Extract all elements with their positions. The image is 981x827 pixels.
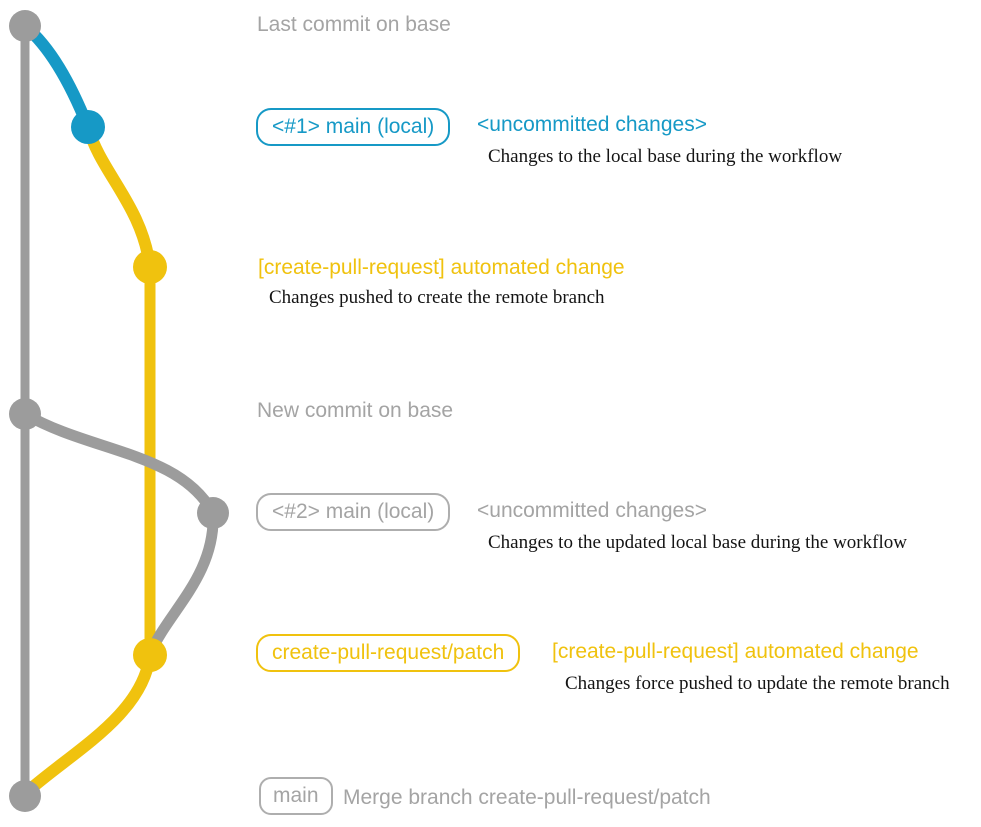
caption-local-base-changes: Changes to the local base during the wor… xyxy=(488,146,843,167)
heading-new-commit-on-base: New commit on base xyxy=(257,399,454,422)
commit-local-main-2 xyxy=(197,497,229,529)
edge-local1-to-remote xyxy=(82,121,156,273)
caption-force-pushed-update-remote: Changes force pushed to update the remot… xyxy=(565,673,950,694)
commit-automated-change-1 xyxy=(133,250,167,284)
heading-last-commit-on-base: Last commit on base xyxy=(257,13,451,36)
edge-local2-to-remote xyxy=(145,507,219,658)
label-uncommitted-changes-2: <uncommitted changes> xyxy=(477,499,707,522)
label-automated-change-2: [create-pull-request] automated change xyxy=(552,640,919,663)
edge-remote-to-merge xyxy=(21,649,156,798)
caption-updated-local-base-changes: Changes to the updated local base during… xyxy=(488,532,907,553)
label-uncommitted-changes-1: <uncommitted changes> xyxy=(477,113,707,136)
commit-new-base xyxy=(9,398,41,430)
commit-local-main-1 xyxy=(71,110,105,144)
edge-base-to-local2 xyxy=(19,408,219,519)
edge-base-to-local1 xyxy=(19,20,94,133)
commit-last-base xyxy=(9,10,41,42)
commit-merge xyxy=(9,780,41,812)
label-automated-change-1: [create-pull-request] automated change xyxy=(258,256,625,279)
branch-badge-main: main xyxy=(259,777,333,815)
branch-badge-main-local-2: <#2> main (local) xyxy=(256,493,451,531)
branch-badge-main-local-1: <#1> main (local) xyxy=(256,108,451,146)
branch-badge-create-pull-request-patch: create-pull-request/patch xyxy=(256,634,521,672)
caption-pushed-create-remote: Changes pushed to create the remote bran… xyxy=(269,287,605,308)
label-merge-branch: Merge branch create-pull-request/patch xyxy=(343,786,711,809)
commit-automated-change-2 xyxy=(133,638,167,672)
